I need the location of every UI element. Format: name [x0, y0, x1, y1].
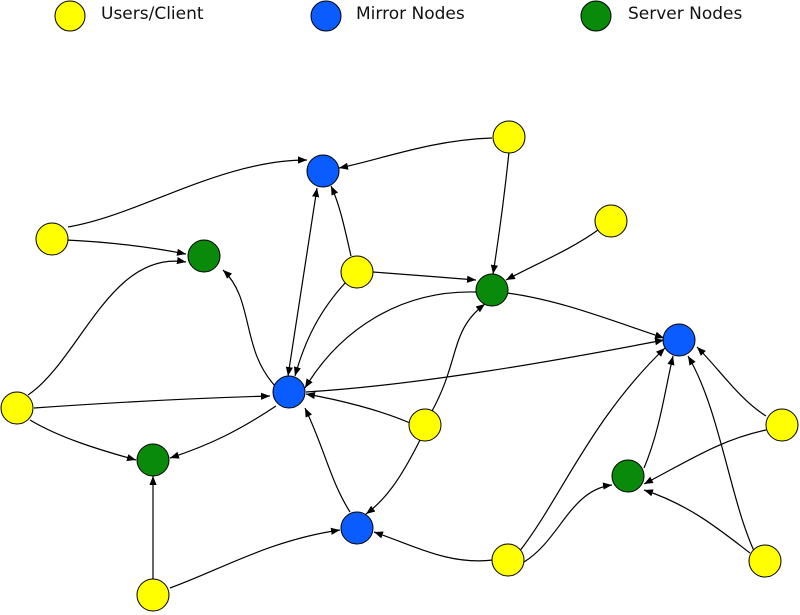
edge: [27, 257, 187, 396]
client-node: [491, 543, 525, 577]
edge: [169, 527, 341, 589]
nodes: [0, 120, 799, 612]
mirror-node: [272, 375, 306, 409]
client-node: [408, 408, 442, 442]
edge: [643, 489, 751, 554]
edge: [365, 439, 421, 515]
edge: [696, 346, 767, 417]
legend-mirror-label: Mirror Nodes: [356, 4, 465, 24]
mirror-node: [306, 154, 340, 188]
edge: [285, 187, 320, 377]
edge: [505, 229, 599, 281]
edge: [506, 292, 665, 339]
edge: [29, 419, 137, 462]
edge: [304, 407, 351, 513]
client-node: [492, 120, 526, 154]
edge: [372, 271, 477, 283]
edge: [305, 338, 665, 393]
legend-client-label: Users/Client: [101, 4, 204, 24]
legend-client-swatch: [54, 0, 86, 32]
legend-server-swatch: [580, 0, 612, 32]
edge: [431, 303, 486, 412]
server-node: [475, 273, 509, 307]
edge: [687, 355, 756, 554]
edge: [518, 347, 666, 553]
edge: [330, 185, 352, 257]
edge: [65, 239, 187, 256]
legend: Users/Client Mirror Nodes Server Nodes: [54, 0, 743, 32]
client-node: [594, 204, 628, 238]
edge: [490, 151, 510, 275]
edge: [33, 392, 271, 409]
legend-mirror-swatch: [310, 0, 342, 32]
edge: [643, 355, 675, 469]
edge: [373, 531, 494, 562]
server-node: [187, 239, 221, 273]
edge: [293, 281, 347, 377]
edge: [222, 269, 278, 389]
edges: [27, 137, 767, 589]
edge: [305, 392, 411, 424]
client-node: [136, 578, 170, 612]
edge: [304, 291, 477, 389]
edge: [67, 156, 308, 228]
client-node: [0, 391, 34, 425]
server-node: [611, 459, 645, 493]
server-node: [136, 443, 170, 477]
edge: [523, 482, 613, 563]
edge: [338, 137, 493, 170]
client-node: [748, 544, 782, 578]
client-node: [340, 255, 374, 289]
mirror-node: [662, 323, 696, 357]
edge: [643, 429, 767, 485]
client-node: [35, 222, 69, 256]
mirror-node: [340, 511, 374, 545]
legend-server-label: Server Nodes: [628, 4, 743, 24]
client-node: [765, 408, 799, 442]
edge: [169, 405, 277, 459]
